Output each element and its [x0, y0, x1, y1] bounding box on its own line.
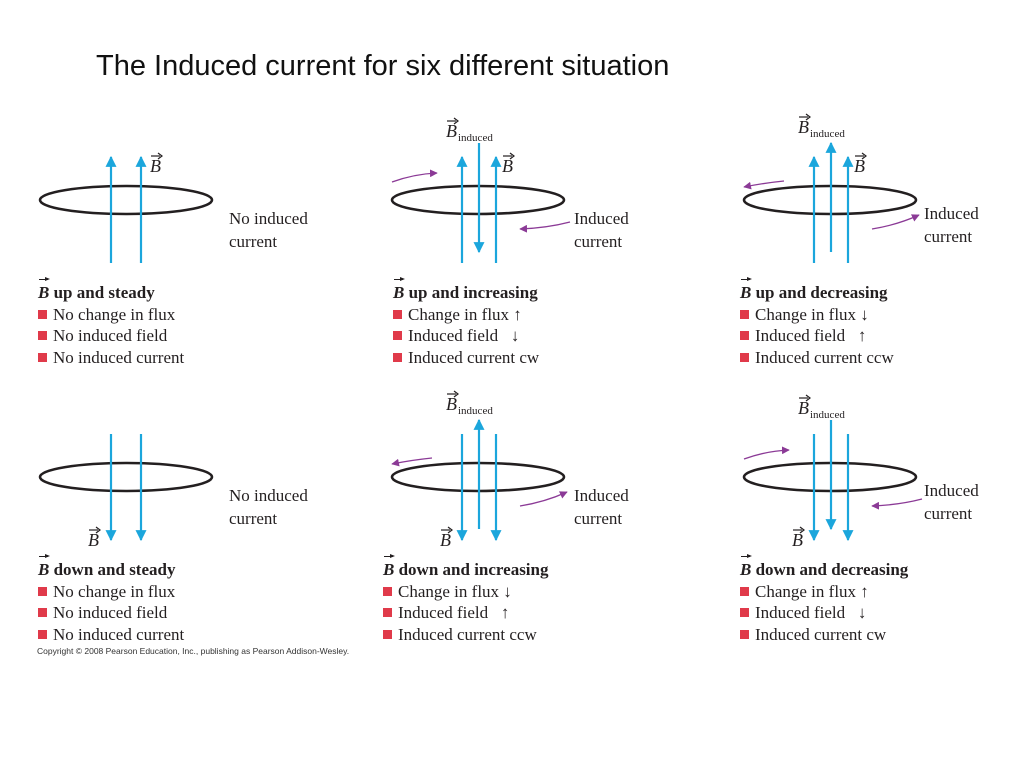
caption-bullet-item: Change in flux ↑ [393, 304, 653, 326]
induced-current-label: current [229, 232, 277, 251]
induced-subscript: induced [458, 405, 493, 417]
copyright-notice: Copyright © 2008 Pearson Education, Inc.… [37, 646, 350, 656]
caption-bullet-item: Induced current ccw [740, 347, 1000, 369]
b-vector-symbol: B [383, 560, 395, 579]
caption-heading: B down and increasing [383, 559, 643, 581]
caption-bullet-item: No induced current [38, 624, 298, 646]
caption-heading: B up and steady [38, 282, 298, 304]
caption-bullet-item: No induced current [38, 347, 298, 369]
induced-current-label: current [574, 509, 622, 528]
caption-bullet-item: No induced field [38, 325, 298, 347]
induced-subscript: induced [810, 409, 845, 421]
caption-heading-text: down and increasing [398, 560, 549, 579]
situation-panel-1: B No induced current [38, 152, 308, 263]
induced-subscript: induced [810, 128, 845, 140]
b-vector-symbol: B [798, 398, 809, 418]
caption-bullet-item: Change in flux ↓ [383, 581, 643, 603]
b-vector-symbol: B [740, 560, 752, 579]
b-vector-symbol: B [792, 530, 803, 550]
caption-heading-text: down and steady [53, 560, 176, 579]
caption-heading: B up and increasing [393, 282, 653, 304]
induced-current-arrow [871, 214, 920, 230]
b-vector-symbol: B [854, 156, 865, 176]
induced-current-label: Induced [924, 204, 979, 223]
b-vector-symbol: B [440, 530, 451, 550]
caption-heading-text: up and increasing [408, 283, 538, 302]
induced-current-arrow [519, 491, 568, 507]
b-vector-symbol: B [740, 283, 752, 302]
induced-current-label: current [229, 509, 277, 528]
b-vector-symbol: B [393, 283, 405, 302]
caption-bullet-item: Change in flux ↓ [740, 304, 1000, 326]
b-vector-symbol: B [446, 121, 457, 141]
wire-loop [38, 184, 214, 216]
induced-current-label: Induced [924, 481, 979, 500]
b-vector-symbol: B [502, 156, 513, 176]
caption-heading-text: up and steady [53, 283, 155, 302]
caption-heading: B up and decreasing [740, 282, 1000, 304]
caption-bullet-item: Induced field ↑ [383, 602, 643, 624]
induced-current-arrow [519, 221, 571, 233]
caption-heading-text: up and decreasing [755, 283, 888, 302]
induced-current-label: current [924, 504, 972, 523]
caption-bullet-item: Induced current ccw [383, 624, 643, 646]
caption-bullet-item: Induced field ↑ [740, 325, 1000, 347]
induced-current-label: current [574, 232, 622, 251]
caption-bullet-item: No change in flux [38, 581, 298, 603]
induced-current-label: No induced [229, 486, 308, 505]
induced-current-label: No induced [229, 209, 308, 228]
b-vector-symbol: B [38, 560, 50, 579]
induced-current-arrow [391, 457, 433, 467]
induced-current-label: current [924, 227, 972, 246]
b-vector-symbol: B [88, 530, 99, 550]
induced-subscript: induced [458, 132, 493, 144]
caption-heading: B down and steady [38, 559, 298, 581]
b-vector-symbol: B [446, 394, 457, 414]
caption-bullet-item: No change in flux [38, 304, 298, 326]
induced-current-arrow [871, 498, 923, 510]
induced-current-arrow [743, 180, 785, 190]
induced-current-arrow [743, 446, 790, 460]
situation-panel-4: B No induced current [38, 434, 308, 550]
induced-current-label: Induced [574, 486, 629, 505]
caption-bullet-item: No induced field [38, 602, 298, 624]
caption-heading-text: down and decreasing [755, 560, 909, 579]
b-vector-symbol: B [798, 117, 809, 137]
slide-title: The Induced current for six different si… [96, 50, 670, 82]
induced-current-label: Induced [574, 209, 629, 228]
caption-heading: B down and decreasing [740, 559, 1000, 581]
induced-current-arrow [391, 169, 438, 183]
caption-bullet-item: Induced current cw [393, 347, 653, 369]
b-vector-symbol: B [150, 156, 161, 176]
wire-loop [38, 461, 214, 493]
caption-bullet-item: Induced field ↓ [740, 602, 1000, 624]
caption-bullet-item: Induced field ↓ [393, 325, 653, 347]
caption-bullet-item: Induced current cw [740, 624, 1000, 646]
caption-bullet-item: Change in flux ↑ [740, 581, 1000, 603]
b-vector-symbol: B [38, 283, 50, 302]
